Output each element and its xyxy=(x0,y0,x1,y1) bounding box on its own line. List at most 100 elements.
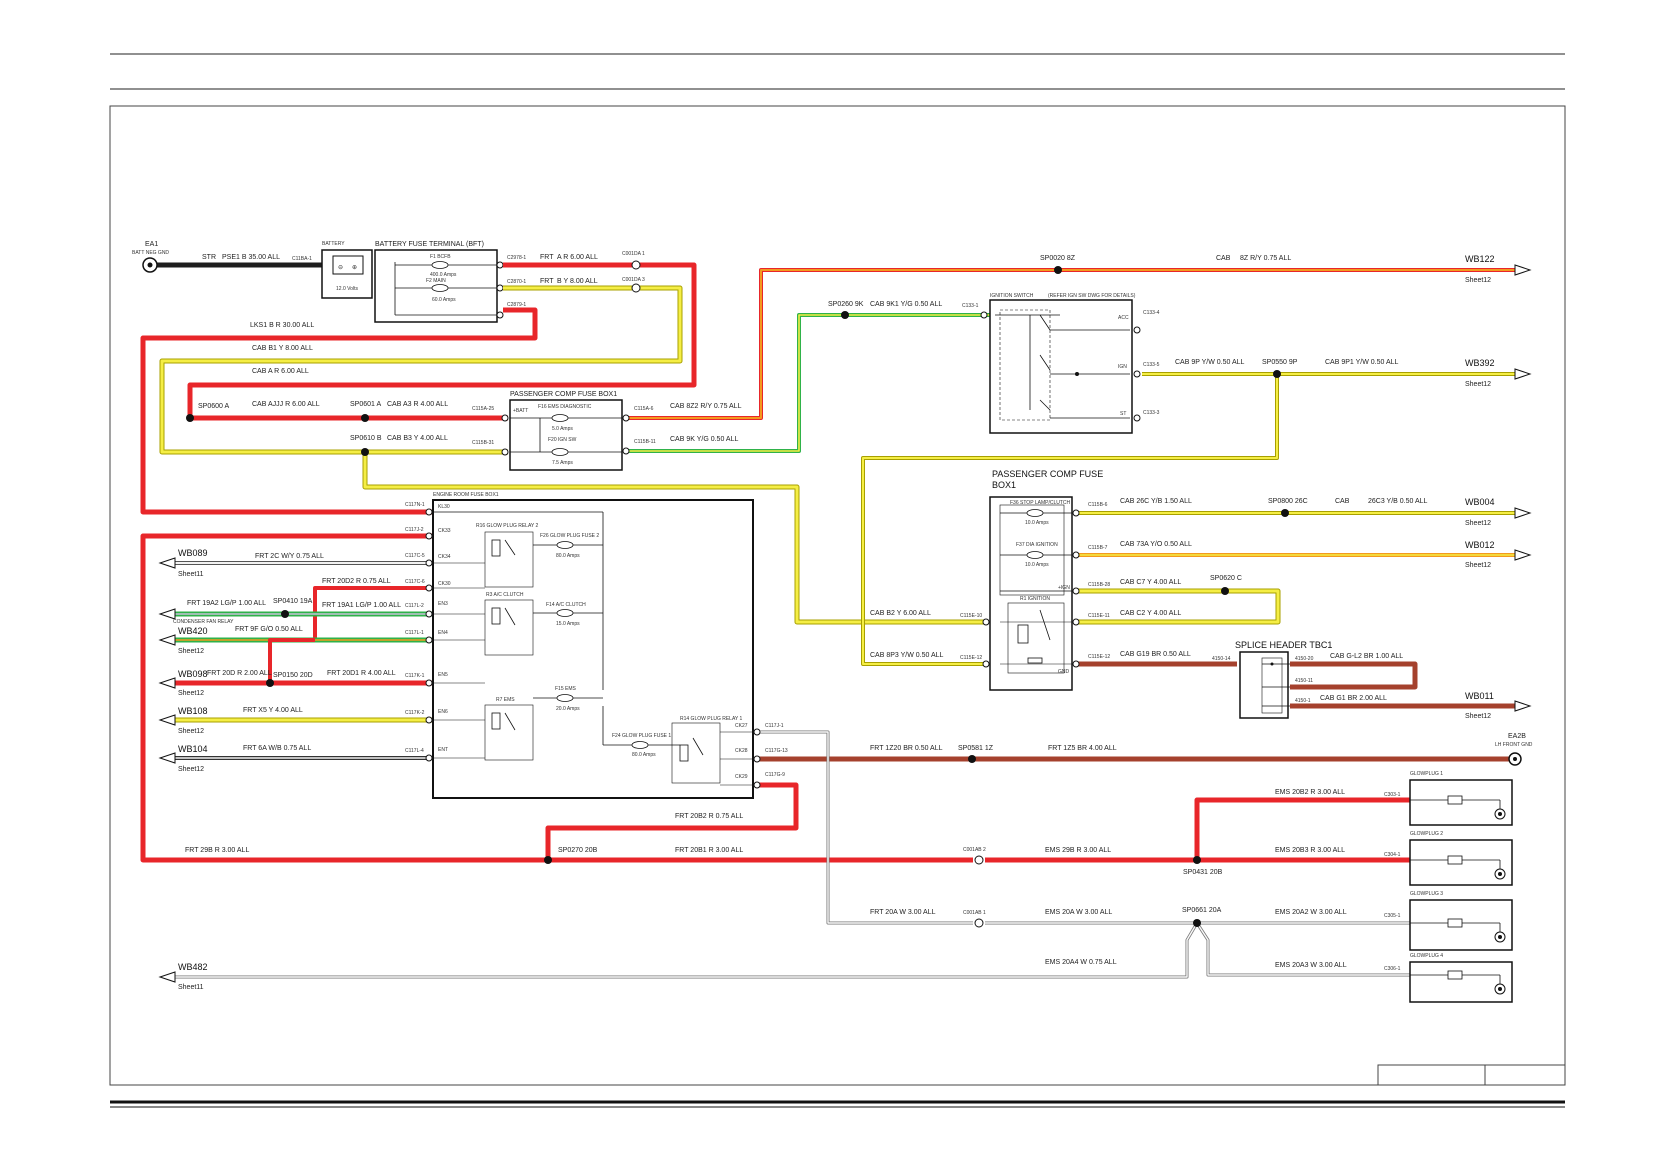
glowplug-4: GLOWPLUG 4 C306-1 EMS 20A3 W 3.00 ALL xyxy=(1275,953,1513,1003)
label-c117j1: C117J-1 xyxy=(765,723,784,729)
svg-text:⊕: ⊕ xyxy=(352,265,357,271)
glowplug-1-name: GLOWPLUG 1 xyxy=(1410,771,1443,777)
erfb-ck30: CK30 xyxy=(438,581,451,587)
offpage-wb098-sheet: Sheet12 xyxy=(178,690,204,697)
wire-20a3-ems-core xyxy=(1196,922,1410,976)
label-frt-1z5: FRT 1Z5 BR 4.00 ALL xyxy=(1048,745,1117,752)
label-c115e11: C115E-11 xyxy=(1088,613,1110,619)
pcfb-small-batt: +BATT xyxy=(513,408,528,414)
erfb-f14: F14 A/C CLUTCH xyxy=(546,602,586,608)
label-sp0410: SP0410 19A xyxy=(273,598,313,605)
splice-sp0260 xyxy=(841,311,849,319)
erfb-title: ENGINE ROOM FUSE BOX1 xyxy=(433,492,499,498)
glowplug-1-conn: C303-1 xyxy=(1384,792,1401,798)
erfb-pins: KL30 CK33 CK34 CK30 EN3 EN4 EN5 EN6 ENT … xyxy=(438,504,748,780)
splice-sp0150 xyxy=(266,679,274,687)
offpage-wb392: WB392 xyxy=(1465,358,1495,368)
glowplug-3-wire: EMS 20A2 W 3.00 ALL xyxy=(1275,909,1347,916)
erfb-en6: EN6 xyxy=(438,709,448,715)
label-c133-3: C133-3 xyxy=(1143,410,1160,416)
pcfb-ign: +IGN xyxy=(1058,585,1070,591)
label-cab-9k: CAB 9K Y/G 0.50 ALL xyxy=(670,436,738,443)
offpage-wb104-sheet: Sheet12 xyxy=(178,766,204,773)
glowplug-2-name: GLOWPLUG 2 xyxy=(1410,831,1443,837)
offpage-wb122-sheet: Sheet12 xyxy=(1465,277,1491,284)
label-frt-19a1: FRT 19A1 LG/P 1.00 ALL xyxy=(322,602,401,609)
glowplug-3: GLOWPLUG 3 C305-1 EMS 20A2 W 3.00 ALL xyxy=(1275,891,1513,951)
label-c117c5: C117C-5 xyxy=(405,553,425,559)
label-cab-8z: CAB xyxy=(1216,255,1231,262)
offpage-arrows-left xyxy=(158,557,176,983)
bft-title: BATTERY FUSE TERMINAL (BFT) xyxy=(375,241,484,248)
erfb-f14-amps: 15.0 Amps xyxy=(556,621,580,627)
glowplug-2: GLOWPLUG 2 C304-1 EMS 20B3 R 3.00 ALL xyxy=(1275,831,1513,886)
wires xyxy=(140,262,1515,979)
label-c2978: C2978-1 xyxy=(507,255,526,261)
label-lks1: LKS1 B R 30.00 ALL xyxy=(250,322,314,329)
passenger-fuse-box-small: PASSENGER COMP FUSE BOX1 +BATT F16 EMS D… xyxy=(509,391,623,471)
offpage-wb012-sheet: Sheet12 xyxy=(1465,562,1491,569)
label-4150-20: 4150-20 xyxy=(1295,656,1314,662)
wire-20b2-red xyxy=(545,782,799,860)
splice-sp0270 xyxy=(544,856,552,864)
offpage-wb089: WB089 xyxy=(178,548,208,558)
label-cab-a3: CAB A3 R 4.00 ALL xyxy=(387,401,448,408)
label-sp0610: SP0610 B xyxy=(350,435,382,442)
ign-switch-title: IGNITION SWITCH xyxy=(990,293,1034,299)
label-4150-14: 4150-14 xyxy=(1212,656,1231,662)
battery: ⊖ ⊕ BATTERY 12.0 Volts xyxy=(321,241,373,299)
label-cab-b3: CAB B3 Y 4.00 ALL xyxy=(387,435,448,442)
splice-sp0550 xyxy=(1273,370,1281,378)
glowplug-2-wire: EMS 20B3 R 3.00 ALL xyxy=(1275,847,1345,854)
label-c2978-spec: A R 6.00 ALL xyxy=(557,254,598,261)
ign-ign: IGN xyxy=(1118,364,1127,370)
wire-8z-orange-core xyxy=(628,269,1515,419)
title-block xyxy=(1377,1064,1566,1086)
label-c115a6: C115A-6 xyxy=(634,406,654,412)
label-cab-gl2: CAB G-L2 BR 1.00 ALL xyxy=(1330,653,1403,660)
label-c2978-wire: FRT xyxy=(540,254,554,261)
connector-c001da3 xyxy=(631,283,641,293)
label-ems-29b: EMS 29B R 3.00 ALL xyxy=(1045,847,1111,854)
splice-sp0600 xyxy=(186,414,194,422)
connector-c001da1 xyxy=(631,260,641,270)
label-4150-11: 4150-11 xyxy=(1295,678,1313,684)
pcfb-small-f16-amps: 5.0 Amps xyxy=(552,426,573,432)
label-c117l2: C117L-2 xyxy=(405,603,424,609)
pcfb-f37-amps: 10.0 Amps xyxy=(1025,562,1049,568)
wire-20d2b-red xyxy=(268,638,315,683)
offpage-wb098: WB098 xyxy=(178,669,208,679)
offpage-wb011-sheet: Sheet12 xyxy=(1465,713,1491,720)
erfb-en5: EN5 xyxy=(438,672,448,678)
ign-st: ST xyxy=(1120,411,1126,417)
label-c115a25: C115A-25 xyxy=(472,406,494,412)
glowplug-2-conn: C304-1 xyxy=(1384,852,1401,858)
erfb-en4: EN4 xyxy=(438,630,448,636)
label-cab-g1: CAB G1 BR 2.00 ALL xyxy=(1320,695,1387,702)
erfb-ck27: CK27 xyxy=(735,723,748,729)
wire-b3-yellow-core xyxy=(363,452,985,624)
label-cab-9p1: CAB 9P1 Y/W 0.50 ALL xyxy=(1325,359,1399,366)
bft-f1: F1 BCFB xyxy=(430,254,451,260)
label-sp0620: SP0620 C xyxy=(1210,575,1242,582)
label-c2870-spec: B Y 8.00 ALL xyxy=(557,278,598,285)
label-frt-6a: FRT 6A W/B 0.75 ALL xyxy=(243,745,311,752)
pcfb-small-f16: F16 EMS DIAGNOSTIC xyxy=(538,404,592,410)
erfb-f26-amps: 80.0 Amps xyxy=(556,553,580,559)
wire-29b-red xyxy=(140,533,973,863)
offpage-wb104: WB104 xyxy=(178,744,208,754)
label-frt-20b2: FRT 20B2 R 0.75 ALL xyxy=(675,813,743,820)
splice-sp0620 xyxy=(1221,587,1229,595)
label-sp0601: SP0601 A xyxy=(350,401,381,408)
wire-20a4-ems xyxy=(175,922,1199,979)
label-c133-4: C133-4 xyxy=(1143,310,1160,316)
label-cab-b2: CAB B2 Y 6.00 ALL xyxy=(870,610,931,617)
label-sp0581: SP0581 1Z xyxy=(958,745,994,752)
battery-volts: 12.0 Volts xyxy=(336,286,358,292)
label-frt-20b1: FRT 20B1 R 3.00 ALL xyxy=(675,847,743,854)
splice-sp0020 xyxy=(1054,266,1062,274)
label-c2870-wire: FRT xyxy=(540,278,554,285)
splice-sp0431 xyxy=(1193,856,1201,864)
erfb-ck29: CK29 xyxy=(735,774,748,780)
